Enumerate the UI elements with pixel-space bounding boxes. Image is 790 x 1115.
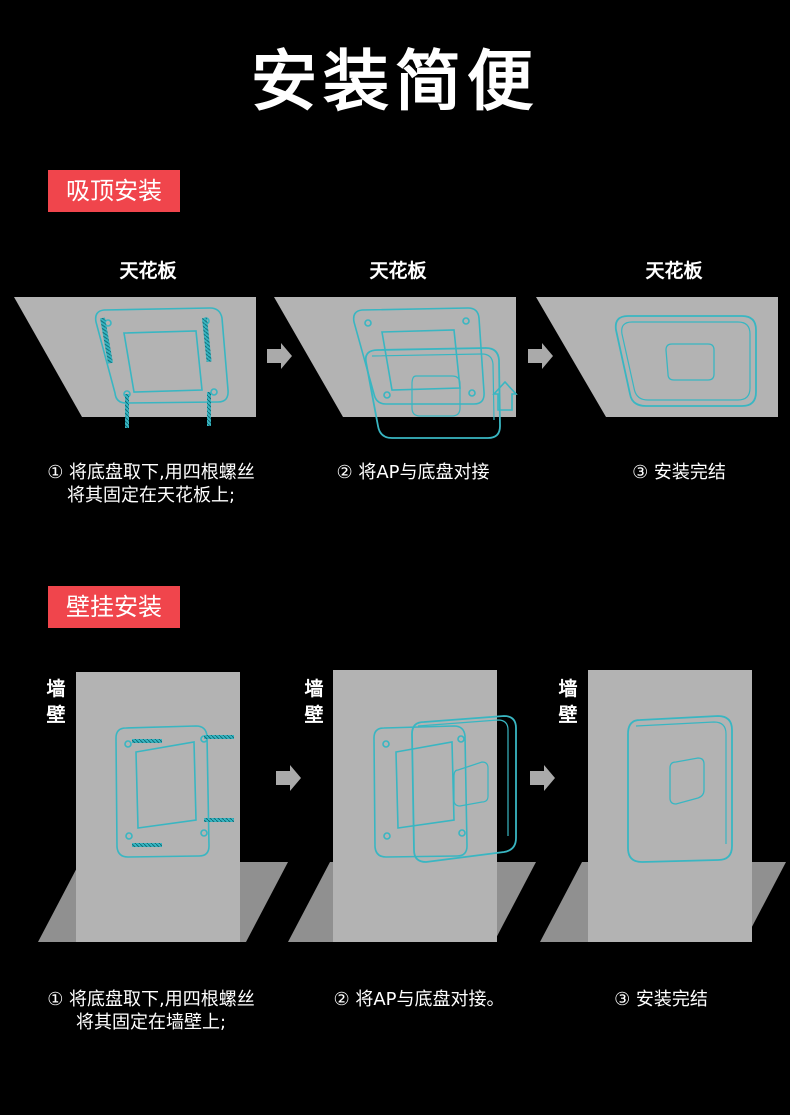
wall-panel-1: [38, 672, 288, 942]
ceiling-label-3: 天花板: [645, 260, 703, 282]
access-point-icon: [364, 347, 501, 439]
ceiling-step-2-caption: ② 将AP与底盘对接: [300, 461, 526, 484]
arrow-up-icon: [492, 380, 518, 411]
wall-panel-3: [540, 670, 786, 942]
ceiling-label-2: 天花板: [369, 260, 427, 282]
ceiling-step-1-line-2: 将其固定在天花板上;: [66, 485, 236, 506]
ceiling-step-3-caption: ③ 安装完结: [566, 461, 790, 484]
section-badge-ceiling: 吸顶安装: [48, 170, 180, 212]
ceiling-panel-3: [536, 297, 778, 417]
wall-step-1-line-2: 将其固定在墙壁上;: [75, 1012, 227, 1033]
wall-step-2-caption: ② 将AP与底盘对接。: [306, 988, 532, 1011]
wall-label-1: 墙壁: [46, 678, 66, 726]
wall-panel-2: [288, 670, 536, 942]
ceiling-step-1-line-1: ① 将底盘取下,用四根螺丝: [47, 462, 255, 483]
ceiling-label-1: 天花板: [119, 260, 177, 282]
access-point-icon: [411, 715, 517, 863]
wall-label-2: 墙壁: [304, 678, 324, 726]
screw-icon: [132, 735, 234, 847]
arrow-right-icon: [267, 343, 292, 369]
ceiling-step-1-caption: ① 将底盘取下,用四根螺丝 将其固定在天花板上;: [38, 461, 264, 507]
wall-step-3-line-1: ③ 安装完结: [614, 989, 708, 1010]
page-title: 安装简便: [251, 43, 539, 120]
screw-icon: [100, 317, 212, 428]
ceiling-step-3-line-1: ③ 安装完结: [632, 462, 726, 483]
arrow-right-icon: [276, 765, 301, 791]
wall-step-3-caption: ③ 安装完结: [548, 988, 774, 1011]
wall-step-1-caption: ① 将底盘取下,用四根螺丝 将其固定在墙壁上;: [38, 988, 264, 1034]
section-badge-wall: 壁挂安装: [48, 586, 180, 628]
ceiling-panel-2: [274, 297, 518, 439]
wall-step-2-line-1: ② 将AP与底盘对接。: [333, 989, 505, 1010]
ceiling-step-2-line-1: ② 将AP与底盘对接: [336, 462, 490, 483]
access-point-icon: [627, 715, 733, 863]
wall-label-3: 墙壁: [558, 678, 578, 726]
access-point-icon: [614, 315, 757, 407]
ceiling-panel-1: [14, 297, 256, 428]
arrow-right-icon: [530, 765, 555, 791]
arrow-right-icon: [528, 343, 553, 369]
wall-step-1-line-1: ① 将底盘取下,用四根螺丝: [47, 989, 255, 1010]
